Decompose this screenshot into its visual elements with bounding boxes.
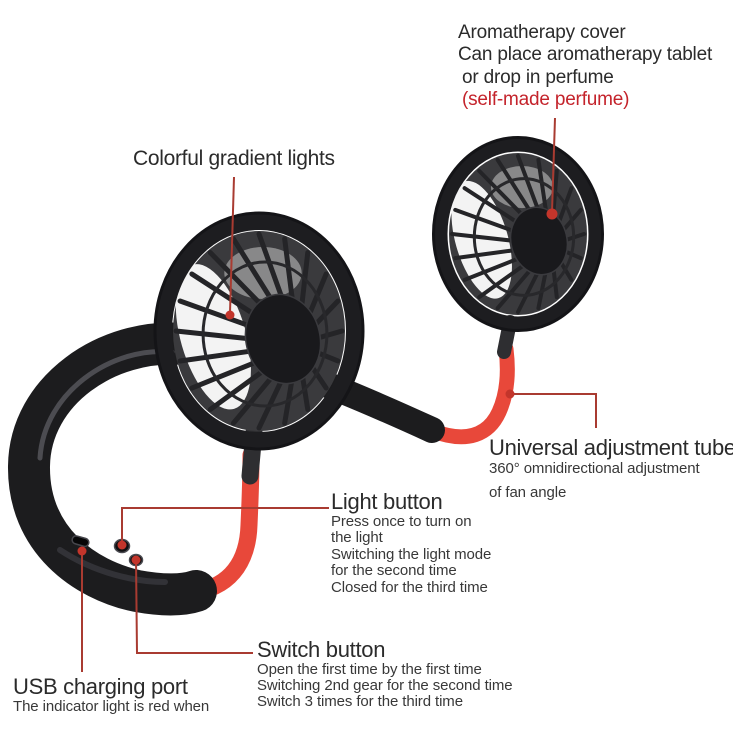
right-fan-aromatherapy-cover xyxy=(432,136,604,332)
usb-port-title: USB charging port xyxy=(13,674,188,699)
light-button-title: Light button xyxy=(331,489,443,514)
annotation-usb-port: USB charging port The indicator light is… xyxy=(13,675,209,715)
pointer-dot-aromatherapy xyxy=(546,208,558,220)
aromatherapy-line: or drop in perfume xyxy=(462,66,614,88)
pointer-line-light-button xyxy=(121,507,329,544)
light-button-line: Press once to turn on xyxy=(331,513,472,530)
pointer-dot-gradient-lights xyxy=(225,310,235,320)
right-fan-adjustment-tube xyxy=(425,341,515,445)
switch-button-title: Switch button xyxy=(257,637,386,662)
aromatherapy-highlight: (self-made perfume) xyxy=(462,89,630,111)
annotation-gradient-lights: Colorful gradient lights xyxy=(133,147,335,170)
annotation-light-button: Light button Press once to turn on the l… xyxy=(331,490,491,596)
pointer-dot-light-button xyxy=(117,540,127,550)
switch-button-line: Switching 2nd gear for the second time xyxy=(257,676,513,694)
universal-tube-line: 360° omnidirectional adjustment xyxy=(489,460,700,477)
pointer-line-universal-tube xyxy=(510,393,597,428)
usb-port-line: The indicator light is red when xyxy=(13,698,210,715)
pointer-line-gradient-lights xyxy=(229,176,235,314)
aromatherapy-line: Aromatherapy cover xyxy=(458,22,626,43)
annotation-aromatherapy: Aromatherapy cover Can place aromatherap… xyxy=(458,22,712,112)
pointer-dot-universal-tube xyxy=(505,389,515,399)
pointer-dot-usb-port xyxy=(77,546,87,556)
pointer-line-switch-button xyxy=(135,558,253,654)
light-button-line: Closed for the third time xyxy=(331,578,488,596)
left-fan xyxy=(153,211,365,451)
light-button-line: the light xyxy=(331,529,383,547)
switch-button-line: Switch 3 times for the third time xyxy=(257,692,463,710)
universal-tube-title: Universal adjustment tube xyxy=(489,435,733,460)
annotation-universal-tube: Universal adjustment tube 360° omnidirec… xyxy=(489,435,733,502)
aromatherapy-line: Can place aromatherapy tablet xyxy=(458,44,713,66)
universal-tube-line: of fan angle xyxy=(489,484,567,501)
light-button-line: Switching the light mode xyxy=(331,545,492,563)
light-button-line: for the second time xyxy=(331,562,457,580)
pointer-line-aromatherapy xyxy=(551,117,556,213)
usb-charging-port xyxy=(71,535,90,548)
switch-button-line: Open the first time by the first time xyxy=(257,661,482,678)
annotation-switch-button: Switch button Open the first time by the… xyxy=(257,638,513,709)
pointer-dot-switch-button xyxy=(131,555,141,565)
